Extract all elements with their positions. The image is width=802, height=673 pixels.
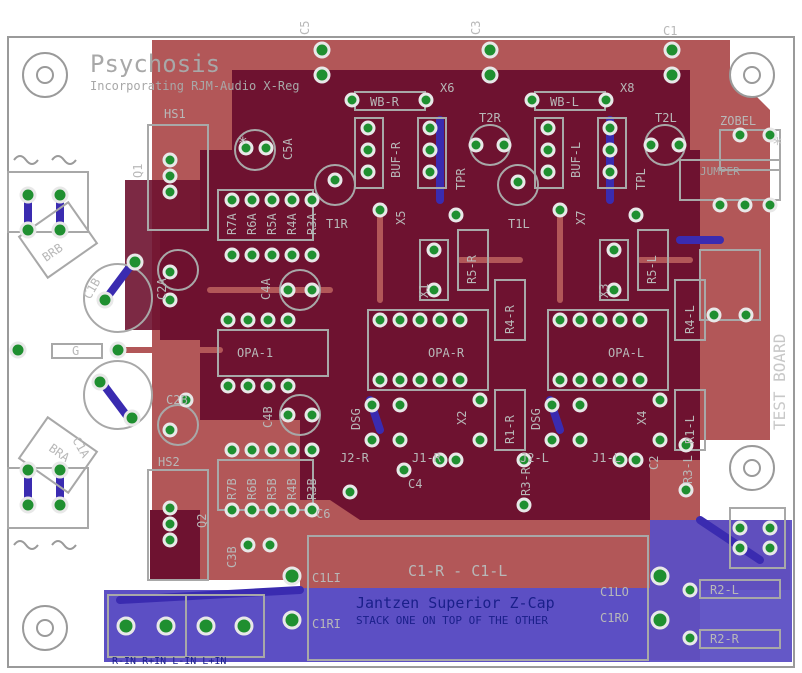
label-r4a: R4A (285, 213, 299, 235)
label-x6: X6 (440, 81, 454, 95)
label-dsg-l: DSG (529, 408, 543, 430)
label-c1ri: C1RI (312, 617, 341, 631)
input-connector-labels: R-IN R+IN L-IN L+IN (112, 656, 226, 667)
label-r5b: R5B (265, 478, 279, 500)
label-r1-l: R1-L (683, 415, 697, 444)
label-r6b: R6B (245, 478, 259, 500)
ac-symbols (13, 155, 77, 550)
label-q1: Q1 (131, 164, 145, 178)
label-r3b: R3B (305, 478, 319, 500)
label-tpr: TPR (454, 168, 468, 190)
label-c1ro: C1RO (600, 611, 629, 625)
label-hs1: HS1 (164, 107, 186, 121)
label-buf-r: BUF-R (389, 141, 403, 178)
label-j2-l: J2-L (520, 451, 549, 465)
label-x8: X8 (620, 81, 634, 95)
label-t1r: T1R (326, 217, 348, 231)
label-j1-r: J1-R (412, 451, 442, 465)
label-c4: C4 (408, 477, 422, 491)
label-t2l: T2L (655, 111, 677, 125)
label-opa-r: OPA-R (428, 346, 465, 360)
label-r6a: R6A (245, 213, 259, 235)
label-zobel: ZOBEL (720, 114, 756, 128)
label-r3a: R3A (305, 213, 319, 235)
label-c2b: C2B (166, 393, 188, 407)
label-t2r: T2R (479, 111, 501, 125)
label-hs2: HS2 (158, 455, 180, 469)
cap-note: STACK ONE ON TOP OF THE OTHER (356, 614, 548, 627)
label-r3-l: R3-L (681, 455, 695, 484)
bottom-copper-pour-cap (300, 588, 650, 662)
label-tpl: TPL (634, 168, 648, 190)
label-j1-l: J1-L (592, 451, 621, 465)
label-r7a: R7A (225, 213, 239, 235)
label-x1: X1 (417, 284, 431, 298)
label-r3-r: R3-R (519, 466, 533, 496)
label-x7: X7 (574, 211, 588, 225)
jumper-label: JUMPER (700, 165, 740, 178)
label-x3: X3 (597, 284, 611, 298)
label-c4b: C4B (261, 406, 275, 428)
label-dsg-r: DSG (349, 408, 363, 430)
cap-brand: Jantzen Superior Z-Cap (356, 594, 555, 612)
label-r2-r: R2-R (710, 632, 740, 646)
mounting-holes (22, 52, 775, 651)
pads (9, 41, 778, 646)
label-r7b: R7B (225, 478, 239, 500)
label-opa-1: OPA-1 (237, 346, 273, 360)
label-x5: X5 (394, 211, 408, 225)
label-wb-l: WB-L (550, 95, 579, 109)
label-r1-r: R1-R (503, 414, 517, 444)
label-x4: X4 (635, 411, 649, 425)
label-c1lo: C1LO (600, 585, 629, 599)
label-r5a: R5A (265, 213, 279, 235)
label-t1l: T1L (508, 217, 530, 231)
cap-title: C1-R - C1-L (408, 562, 507, 580)
input-star-mark: * (238, 133, 248, 152)
label-r4-r: R4-R (503, 304, 517, 334)
board-title: Psychosis (90, 50, 220, 78)
label-buf-l: BUF-L (569, 142, 583, 178)
label-c6: C6 (316, 507, 330, 521)
label-r5-l: R5-L (645, 255, 659, 284)
label-c5: C5 (298, 21, 312, 35)
label-c2: C2 (647, 456, 661, 470)
top-copper-island-left (125, 180, 200, 330)
label-c3b: C3B (225, 546, 239, 568)
label-c2a: C2A (155, 278, 169, 300)
label-c1li: C1LI (312, 571, 341, 585)
label-g: G (72, 344, 79, 358)
label-c5a: C5A (281, 138, 295, 160)
label-x2: X2 (455, 411, 469, 425)
label-j2-r: J2-R (340, 451, 370, 465)
output-star-mark: * (772, 134, 783, 155)
label-wb-r: WB-R (370, 95, 400, 109)
label-opa-l: OPA-L (608, 346, 644, 360)
silkscreen-outlines (7, 91, 786, 661)
label-r4-l: R4-L (683, 305, 697, 334)
label-r4b: R4B (285, 478, 299, 500)
label-r5-r: R5-R (465, 254, 479, 284)
test-board-label: TEST BOARD (770, 334, 789, 430)
label-c3: C3 (469, 21, 483, 35)
label-r2-l: R2-L (710, 583, 739, 597)
board-subtitle: Incorporating RJM-Audio X-Reg (90, 79, 300, 93)
label-c1: C1 (663, 24, 677, 38)
label-c4a: C4A (259, 278, 273, 300)
label-q2: Q2 (195, 514, 209, 528)
